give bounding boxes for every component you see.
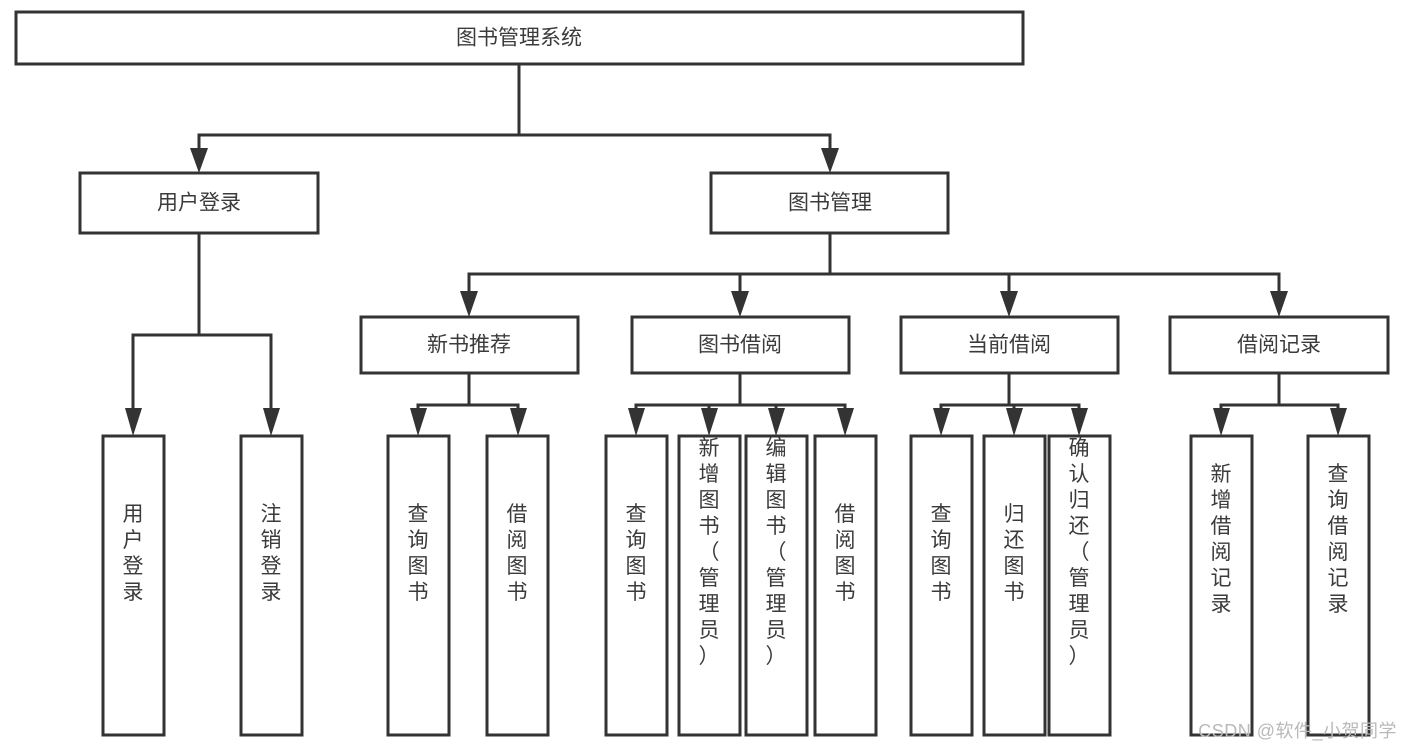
leaf-return-book[interactable]: 归还图书 bbox=[982, 434, 1047, 737]
leaf-query-book-recommend-box bbox=[386, 434, 451, 737]
leaf-add-book-admin-label: 新增图书（管理员） bbox=[699, 437, 720, 668]
arrow-head-leaf-add-record bbox=[1213, 408, 1230, 436]
node-user-login-label: 用户登录 bbox=[157, 192, 241, 215]
node-borrow-record-box bbox=[1168, 315, 1390, 375]
leaf-return-book-label: 归还图书 bbox=[1004, 503, 1025, 604]
leaf-query-borrow-record-label: 查询借阅记录 bbox=[1328, 463, 1349, 616]
leaf-add-borrow-record-box bbox=[1189, 434, 1254, 737]
node-current-borrow-label: 当前借阅 bbox=[967, 334, 1051, 357]
leaf-edit-book-admin-label: 编辑图书（管理员） bbox=[766, 437, 787, 668]
leaf-borrow-book-recommend-label: 借阅图书 bbox=[507, 503, 528, 604]
node-new-book-recommend[interactable]: 新书推荐 bbox=[359, 315, 580, 375]
node-book-management-label: 图书管理 bbox=[788, 192, 872, 215]
leaf-add-book-admin-box bbox=[677, 434, 742, 737]
arrow-head-book-manage bbox=[821, 148, 839, 173]
leaf-edit-book-admin[interactable]: 编辑图书（管理员） bbox=[744, 434, 809, 737]
leaf-query-book-current[interactable]: 查询图书 bbox=[909, 434, 974, 737]
node-new-book-recommend-box bbox=[359, 315, 580, 375]
node-book-management-box bbox=[709, 171, 950, 235]
node-new-book-recommend-label: 新书推荐 bbox=[427, 334, 511, 357]
leaf-query-book-borrow-label: 查询图书 bbox=[626, 503, 647, 604]
leaf-query-borrow-record-box bbox=[1306, 434, 1371, 737]
arrow-head-leaf-add-book bbox=[701, 408, 718, 436]
arrow-head-leaf-query-record bbox=[1330, 408, 1347, 436]
arrow-head-leaf-borrow-book-1 bbox=[510, 408, 527, 436]
leaf-add-borrow-record[interactable]: 新增借阅记录 bbox=[1189, 434, 1254, 737]
leaf-query-book-borrow[interactable]: 查询图书 bbox=[604, 434, 669, 737]
arrow-head-current-borrow bbox=[1000, 291, 1018, 317]
leaf-logout-label: 注销登录 bbox=[261, 503, 282, 604]
node-borrow-record[interactable]: 借阅记录 bbox=[1168, 315, 1390, 375]
arrow-head-user-login bbox=[190, 148, 208, 173]
leaf-query-book-recommend[interactable]: 查询图书 bbox=[386, 434, 451, 737]
node-root-system[interactable]: 图书管理系统 bbox=[14, 10, 1025, 66]
leaf-user-login[interactable]: 用户登录 bbox=[101, 434, 166, 737]
arrow-head-leaf-user-login bbox=[125, 408, 142, 436]
leaf-query-borrow-record[interactable]: 查询借阅记录 bbox=[1306, 434, 1371, 737]
leaf-borrow-book-recommend[interactable]: 借阅图书 bbox=[485, 434, 550, 737]
leaf-confirm-return-admin-box bbox=[1047, 434, 1112, 737]
arrow-head-leaf-query-book-3 bbox=[933, 408, 950, 436]
node-root-box bbox=[14, 10, 1025, 66]
leaf-borrow-book-borrow[interactable]: 借阅图书 bbox=[813, 434, 878, 737]
leaf-confirm-return-admin[interactable]: 确认归还（管理员） bbox=[1047, 434, 1112, 737]
leaf-user-login-box bbox=[101, 434, 166, 737]
arrow-head-new-book bbox=[460, 291, 478, 317]
leaf-query-book-borrow-box bbox=[604, 434, 669, 737]
arrow-head-leaf-edit-book bbox=[768, 408, 785, 436]
leaf-add-book-admin[interactable]: 新增图书（管理员） bbox=[677, 434, 742, 737]
node-book-borrow[interactable]: 图书借阅 bbox=[630, 315, 851, 375]
node-root-label: 图书管理系统 bbox=[456, 27, 582, 50]
arrow-head-leaf-logout bbox=[263, 408, 280, 436]
leaf-borrow-book-recommend-box bbox=[485, 434, 550, 737]
leaf-borrow-book-borrow-box bbox=[813, 434, 878, 737]
leaf-confirm-return-admin-label: 确认归还（管理员） bbox=[1069, 437, 1090, 668]
leaf-return-book-box bbox=[982, 434, 1047, 737]
leaf-logout-box bbox=[239, 434, 304, 737]
leaf-query-book-recommend-label: 查询图书 bbox=[408, 503, 429, 604]
arrow-head-leaf-query-book-1 bbox=[410, 408, 427, 436]
leaf-logout[interactable]: 注销登录 bbox=[239, 434, 304, 737]
node-book-management[interactable]: 图书管理 bbox=[709, 171, 950, 235]
node-book-borrow-label: 图书借阅 bbox=[698, 334, 782, 357]
arrow-head-leaf-query-book-2 bbox=[628, 408, 645, 436]
node-user-login[interactable]: 用户登录 bbox=[78, 171, 320, 235]
node-current-borrow-box bbox=[899, 315, 1120, 375]
arrow-head-book-borrow bbox=[731, 291, 749, 317]
arrow-head-leaf-borrow-book-2 bbox=[837, 408, 854, 436]
leaf-edit-book-admin-box bbox=[744, 434, 809, 737]
leaf-add-borrow-record-label: 新增借阅记录 bbox=[1211, 463, 1232, 616]
leaf-query-book-current-label: 查询图书 bbox=[931, 503, 952, 604]
connector-layer bbox=[125, 62, 1347, 436]
node-user-login-box bbox=[78, 171, 320, 235]
leaf-query-book-current-box bbox=[909, 434, 974, 737]
leaf-borrow-book-borrow-label: 借阅图书 bbox=[835, 503, 856, 604]
leaf-user-login-label: 用户登录 bbox=[123, 503, 144, 604]
arrow-head-leaf-confirm-return bbox=[1071, 408, 1088, 436]
node-book-borrow-box bbox=[630, 315, 851, 375]
node-current-borrow[interactable]: 当前借阅 bbox=[899, 315, 1120, 375]
node-borrow-record-label: 借阅记录 bbox=[1237, 334, 1321, 357]
arrow-head-leaf-return-book bbox=[1006, 408, 1023, 436]
csdn-watermark: CSDN @软件_小贺同学 bbox=[1198, 721, 1397, 741]
arrow-head-borrow-record bbox=[1270, 291, 1288, 317]
